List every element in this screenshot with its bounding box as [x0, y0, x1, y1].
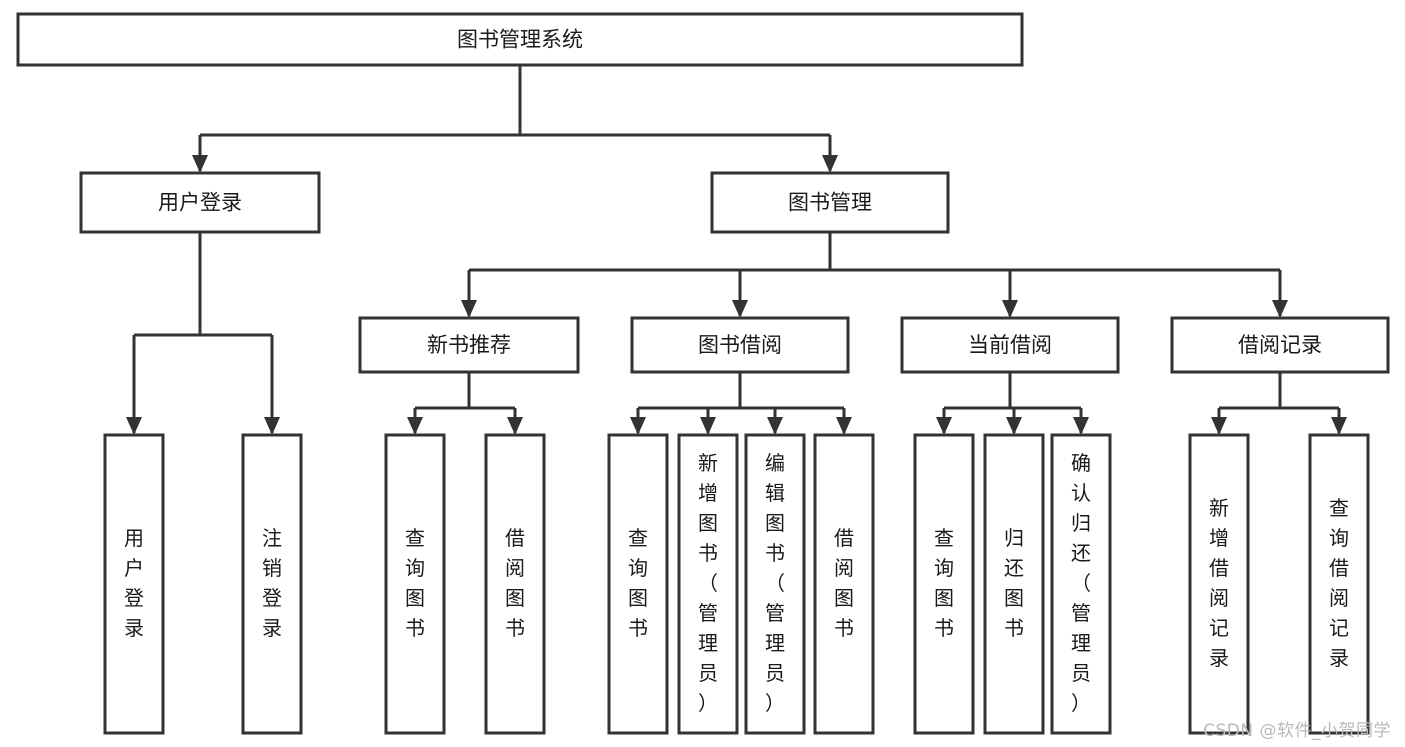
- node-new-book-recommend[interactable]: 新书推荐: [358, 316, 580, 374]
- node-label-leaf-edit-book: 编辑图书（管理员）: [765, 451, 785, 715]
- arrow-head-icon: [264, 417, 280, 435]
- node-undefined[interactable]: 图书管理系统: [16, 12, 1024, 67]
- node-label-leaf-user-login: 用户登录: [124, 526, 144, 640]
- node-label-book-borrow: 图书借阅: [698, 333, 782, 357]
- node-box-leaf-query-book-2: [607, 433, 669, 735]
- connector-layer: [126, 65, 1347, 435]
- node-label-leaf-confirm-return: 确认归还（管理员）: [1071, 451, 1091, 715]
- node-box-user-login: [79, 171, 321, 234]
- arrow-head-icon: [630, 417, 646, 435]
- node-box-leaf-query-record: [1308, 433, 1370, 735]
- node-box-leaf-edit-book: [744, 433, 806, 735]
- node-label-leaf-borrow-book-2: 借阅图书: [834, 526, 854, 640]
- node-box-current-borrow: [900, 316, 1120, 374]
- node-book-management[interactable]: 图书管理: [710, 171, 950, 234]
- node-box-leaf-add-book: [677, 433, 739, 735]
- node-label-leaf-user-logout: 注销登录: [262, 526, 282, 640]
- arrow-head-icon: [1331, 417, 1347, 435]
- node-box-leaf-user-login: [103, 433, 165, 735]
- node-box-borrow-record: [1170, 316, 1390, 374]
- node-label-leaf-query-book-1: 查询图书: [405, 526, 425, 640]
- node-box-leaf-borrow-book-1: [484, 433, 546, 735]
- node-label-leaf-query-record: 查询借阅记录: [1329, 496, 1349, 670]
- node-leaf-query-book-3[interactable]: 查询图书: [913, 433, 975, 735]
- node-label-leaf-borrow-book-1: 借阅图书: [505, 526, 525, 640]
- node-leaf-edit-book[interactable]: 编辑图书（管理员）: [744, 433, 806, 735]
- node-box-book-borrow: [630, 316, 850, 374]
- node-user-login[interactable]: 用户登录: [79, 171, 321, 234]
- arrow-head-icon: [1002, 300, 1018, 318]
- arrow-head-icon: [407, 417, 423, 435]
- node-box-book-management: [710, 171, 950, 234]
- arrow-head-icon: [1006, 417, 1022, 435]
- node-label-new-book-recommend: 新书推荐: [427, 333, 511, 357]
- node-box-leaf-borrow-book-2: [813, 433, 875, 735]
- node-label-leaf-add-book: 新增图书（管理员）: [698, 451, 718, 715]
- node-box-leaf-confirm-return: [1050, 433, 1112, 735]
- node-leaf-return-book[interactable]: 归还图书: [983, 433, 1045, 735]
- node-label-leaf-add-record: 新增借阅记录: [1209, 496, 1229, 670]
- node-label-borrow-record: 借阅记录: [1238, 333, 1322, 357]
- watermark-text: CSDN @软件_小贺同学: [1203, 721, 1391, 741]
- node-current-borrow[interactable]: 当前借阅: [900, 316, 1120, 374]
- node-label-leaf-query-book-3: 查询图书: [934, 526, 954, 640]
- arrow-head-icon: [1211, 417, 1227, 435]
- node-layer: 图书管理系统用户登录图书管理新书推荐图书借阅当前借阅借阅记录用户登录注销登录查询…: [16, 12, 1390, 735]
- node-label-current-borrow: 当前借阅: [968, 333, 1052, 357]
- node-leaf-user-login[interactable]: 用户登录: [103, 433, 165, 735]
- arrow-head-icon: [822, 155, 838, 173]
- node-label-user-login: 用户登录: [158, 191, 242, 215]
- node-leaf-query-book-2[interactable]: 查询图书: [607, 433, 669, 735]
- node-borrow-record[interactable]: 借阅记录: [1170, 316, 1390, 374]
- node-box-new-book-recommend: [358, 316, 580, 374]
- node-box-leaf-query-book-3: [913, 433, 975, 735]
- node-leaf-query-book-1[interactable]: 查询图书: [384, 433, 446, 735]
- node-box-leaf-user-logout: [241, 433, 303, 735]
- arrow-head-icon: [192, 155, 208, 173]
- node-label-undefined: 图书管理系统: [457, 28, 583, 52]
- arrow-head-icon: [732, 300, 748, 318]
- node-leaf-query-record[interactable]: 查询借阅记录: [1308, 433, 1370, 735]
- arrow-head-icon: [126, 417, 142, 435]
- node-leaf-user-logout[interactable]: 注销登录: [241, 433, 303, 735]
- node-box-leaf-return-book: [983, 433, 1045, 735]
- arrow-head-icon: [936, 417, 952, 435]
- node-book-borrow[interactable]: 图书借阅: [630, 316, 850, 374]
- arrow-head-icon: [1073, 417, 1089, 435]
- node-leaf-add-record[interactable]: 新增借阅记录: [1188, 433, 1250, 735]
- node-leaf-borrow-book-2[interactable]: 借阅图书: [813, 433, 875, 735]
- node-leaf-add-book[interactable]: 新增图书（管理员）: [677, 433, 739, 735]
- arrow-head-icon: [767, 417, 783, 435]
- arrow-head-icon: [461, 300, 477, 318]
- node-label-leaf-query-book-2: 查询图书: [628, 526, 648, 640]
- node-leaf-borrow-book-1[interactable]: 借阅图书: [484, 433, 546, 735]
- arrow-head-icon: [1272, 300, 1288, 318]
- node-box-leaf-query-book-1: [384, 433, 446, 735]
- node-box-undefined: [16, 12, 1024, 67]
- arrow-head-icon: [836, 417, 852, 435]
- node-label-leaf-return-book: 归还图书: [1004, 526, 1024, 640]
- node-label-book-management: 图书管理: [788, 191, 872, 215]
- arrow-head-icon: [507, 417, 523, 435]
- node-leaf-confirm-return[interactable]: 确认归还（管理员）: [1050, 433, 1112, 735]
- arrow-head-icon: [700, 417, 716, 435]
- node-box-leaf-add-record: [1188, 433, 1250, 735]
